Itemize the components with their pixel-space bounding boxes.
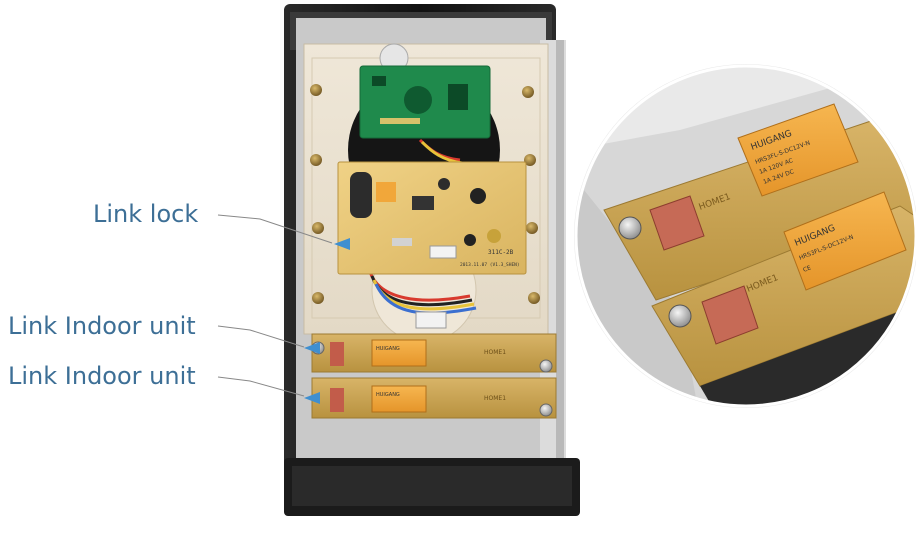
pointer-arrow-indoor-1: [304, 342, 320, 354]
green-module: [359, 43, 491, 139]
connector-mark-2: HOME1: [484, 395, 506, 402]
leader-lines: [217, 214, 333, 397]
relay-brand-1: HUIGANG: [376, 346, 400, 352]
relay-board-1: HUIGANG HOME1: [311, 333, 557, 373]
label-link-indoor-unit-2: Link Indoor unit: [8, 362, 196, 390]
pointer-arrow-indoor-2: [304, 392, 320, 404]
inset-relay-2: HUIGANG HRS3FL-S-DC12V-N CE: [783, 191, 907, 291]
wire-bundle: [368, 138, 477, 315]
main-pcb-code: 311C-2B: [488, 249, 514, 256]
inset-relay-1: HUIGANG HRS3FL-S-DC12V-N 1A 120V AC 1A 2…: [737, 103, 859, 197]
relay-brand-2: HUIGANG: [376, 392, 400, 398]
board-connector: [415, 311, 447, 329]
main-pcb-date: 2013.11.07 (V1.3_SHEN): [460, 262, 520, 268]
inset-connector-1: [649, 195, 705, 251]
relay-board-2: HUIGANG HOME1: [311, 377, 557, 419]
inset-connector-2: [701, 285, 759, 345]
label-link-indoor-unit-1: Link Indoor unit: [8, 312, 196, 340]
inset-relay-2-cert: CE: [802, 264, 812, 274]
pointer-arrow-lock: [334, 238, 350, 250]
inset-screw-2: [668, 304, 692, 328]
connector-mark-1: HOME1: [484, 349, 506, 356]
magnified-inset: HUIGANG HRS3FL-S-DC12V-N 1A 120V AC 1A 2…: [574, 64, 916, 408]
main-pcb: 311C-2B 2013.11.07 (V1.3_SHEN): [337, 161, 527, 275]
tray-screws: [310, 84, 540, 304]
inset-screw-1: [618, 216, 642, 240]
label-link-lock: Link lock: [93, 200, 199, 228]
